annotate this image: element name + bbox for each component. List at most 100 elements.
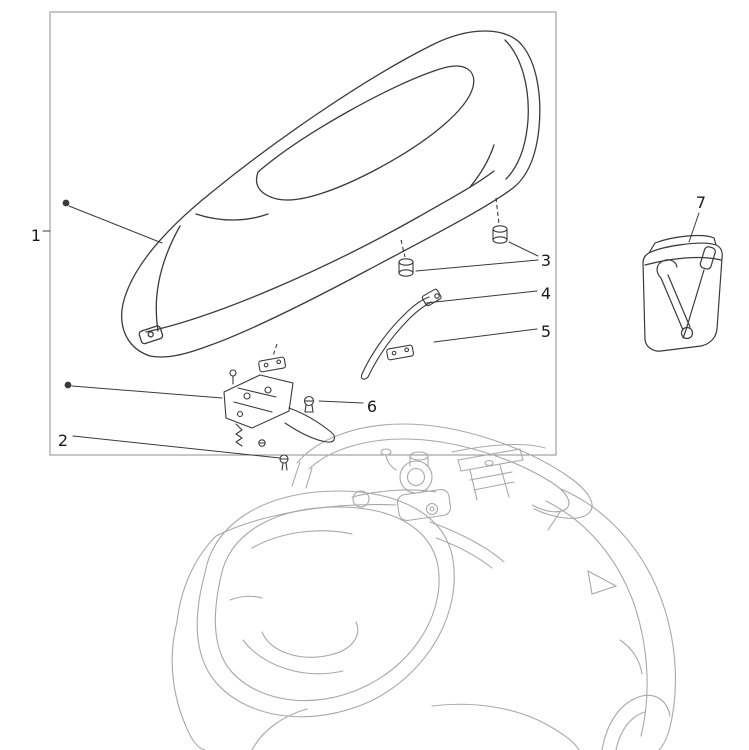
fuel-cap-inner — [406, 467, 426, 487]
rail-mount-right — [547, 511, 561, 531]
saddle-front-ridge — [195, 213, 269, 221]
buffer-b-top — [398, 258, 414, 266]
strap-end — [360, 373, 369, 380]
bucket-rim-inner — [214, 506, 440, 702]
saddle-rear-curve — [504, 39, 529, 180]
fuel-cap-outer — [399, 460, 433, 494]
hinge-pivot-c — [236, 410, 244, 418]
hinge-spring — [235, 423, 243, 447]
right-panel-outer — [560, 488, 676, 750]
wrench-shaft — [660, 274, 691, 331]
buffer-a-base — [492, 236, 508, 244]
hinge-arm — [284, 407, 336, 443]
hinge-top-bolt — [229, 369, 237, 377]
callout-3-label: 3 — [541, 251, 551, 270]
callout-2-bullet — [64, 381, 72, 389]
spout-top — [380, 448, 392, 456]
strap-clamp-bolt — [434, 293, 440, 299]
screwdriver-shaft — [682, 269, 705, 339]
wheel-arc-inner — [615, 711, 646, 750]
callout-6-label: 6 — [367, 397, 377, 416]
lock-ring — [425, 502, 439, 516]
bucket-recess — [261, 621, 359, 658]
rack-bolt — [484, 459, 494, 467]
callout-5-label: 5 — [541, 322, 551, 341]
saddle-rear-line — [469, 144, 495, 188]
wheel-arc-outer — [601, 694, 671, 750]
lock-pin — [429, 506, 435, 512]
hinge-plate-lines — [233, 387, 277, 413]
deck-recess — [352, 490, 370, 508]
saddle-front-seam — [155, 225, 181, 332]
saddle-outline — [121, 30, 541, 358]
pad-left-assembly-line — [272, 343, 278, 357]
callout-1-bullet — [62, 199, 70, 207]
bucket-ledge — [229, 595, 263, 601]
leader-5-line — [433, 328, 538, 343]
hinge-plate — [223, 374, 294, 429]
buffer-b-base — [398, 269, 414, 277]
filler-neck-sides — [409, 455, 429, 467]
tool-bag-crease — [644, 256, 722, 266]
filler-neck — [409, 451, 429, 461]
strap-inner — [367, 301, 432, 378]
rack-slats — [469, 471, 515, 491]
buffer-a-body — [492, 229, 508, 240]
bucket-shade-1 — [242, 639, 344, 675]
tool-bag-flap — [648, 234, 717, 254]
leader-4-line — [425, 290, 538, 304]
leader-7-line — [688, 212, 700, 243]
bottom-right-edge — [431, 703, 580, 750]
buffer-group — [398, 197, 508, 277]
pads-group — [258, 343, 414, 373]
frame-squiggle-1 — [429, 521, 505, 563]
rack-rail-top — [457, 448, 524, 472]
left-cowl-upper — [176, 535, 217, 623]
bottom-center-edge — [251, 708, 308, 750]
bucket-shade-2 — [251, 530, 353, 549]
strap-outer — [361, 296, 430, 375]
saddle-group — [121, 30, 541, 358]
bucket-outer — [196, 490, 455, 718]
pad-left — [258, 356, 286, 373]
hinge-pivot-a — [243, 392, 251, 400]
hinge-pivot-b — [264, 386, 272, 394]
deck-edge — [351, 489, 437, 498]
callout-7-label: 7 — [696, 193, 706, 212]
screw-6-shank — [304, 404, 314, 413]
leader-3-line-b — [415, 259, 539, 272]
right-panel-inner — [545, 500, 648, 737]
tool-bag-outline — [642, 242, 723, 352]
screw-6-head — [303, 395, 315, 407]
leader-2-line — [72, 435, 281, 459]
frame-struts — [469, 464, 510, 501]
rail-mount-left — [291, 461, 313, 489]
leader-1-line — [68, 205, 163, 244]
left-cowl-lower — [171, 621, 206, 750]
buffer-a-assembly-line — [495, 197, 500, 225]
strap-group — [360, 288, 442, 380]
scooter-body-group — [171, 423, 676, 750]
callout-1-label: 1 — [31, 226, 41, 245]
cap-housing — [396, 488, 452, 522]
pad-right — [386, 344, 414, 361]
front-deck-line — [215, 504, 397, 537]
screw-6-group — [303, 395, 315, 413]
frame-squiggle-2 — [435, 537, 493, 569]
callout-labels-group: 1 2 3 4 5 6 7 — [31, 193, 706, 450]
callout-bullets-group — [62, 199, 72, 389]
right-step — [619, 639, 643, 675]
leader-2-bullet-line — [71, 385, 223, 399]
leader-3-line-a — [508, 241, 539, 257]
saddle-latch — [138, 325, 164, 345]
grab-rail-inner — [308, 438, 570, 513]
hinge-group — [223, 369, 336, 471]
frame-rect — [49, 11, 557, 456]
saddle-top-seam — [255, 65, 475, 201]
leader-lines-group — [42, 205, 700, 459]
leader-6-line — [318, 400, 364, 404]
buffer-b-assembly-line — [400, 239, 406, 258]
parts-frame — [49, 11, 557, 456]
